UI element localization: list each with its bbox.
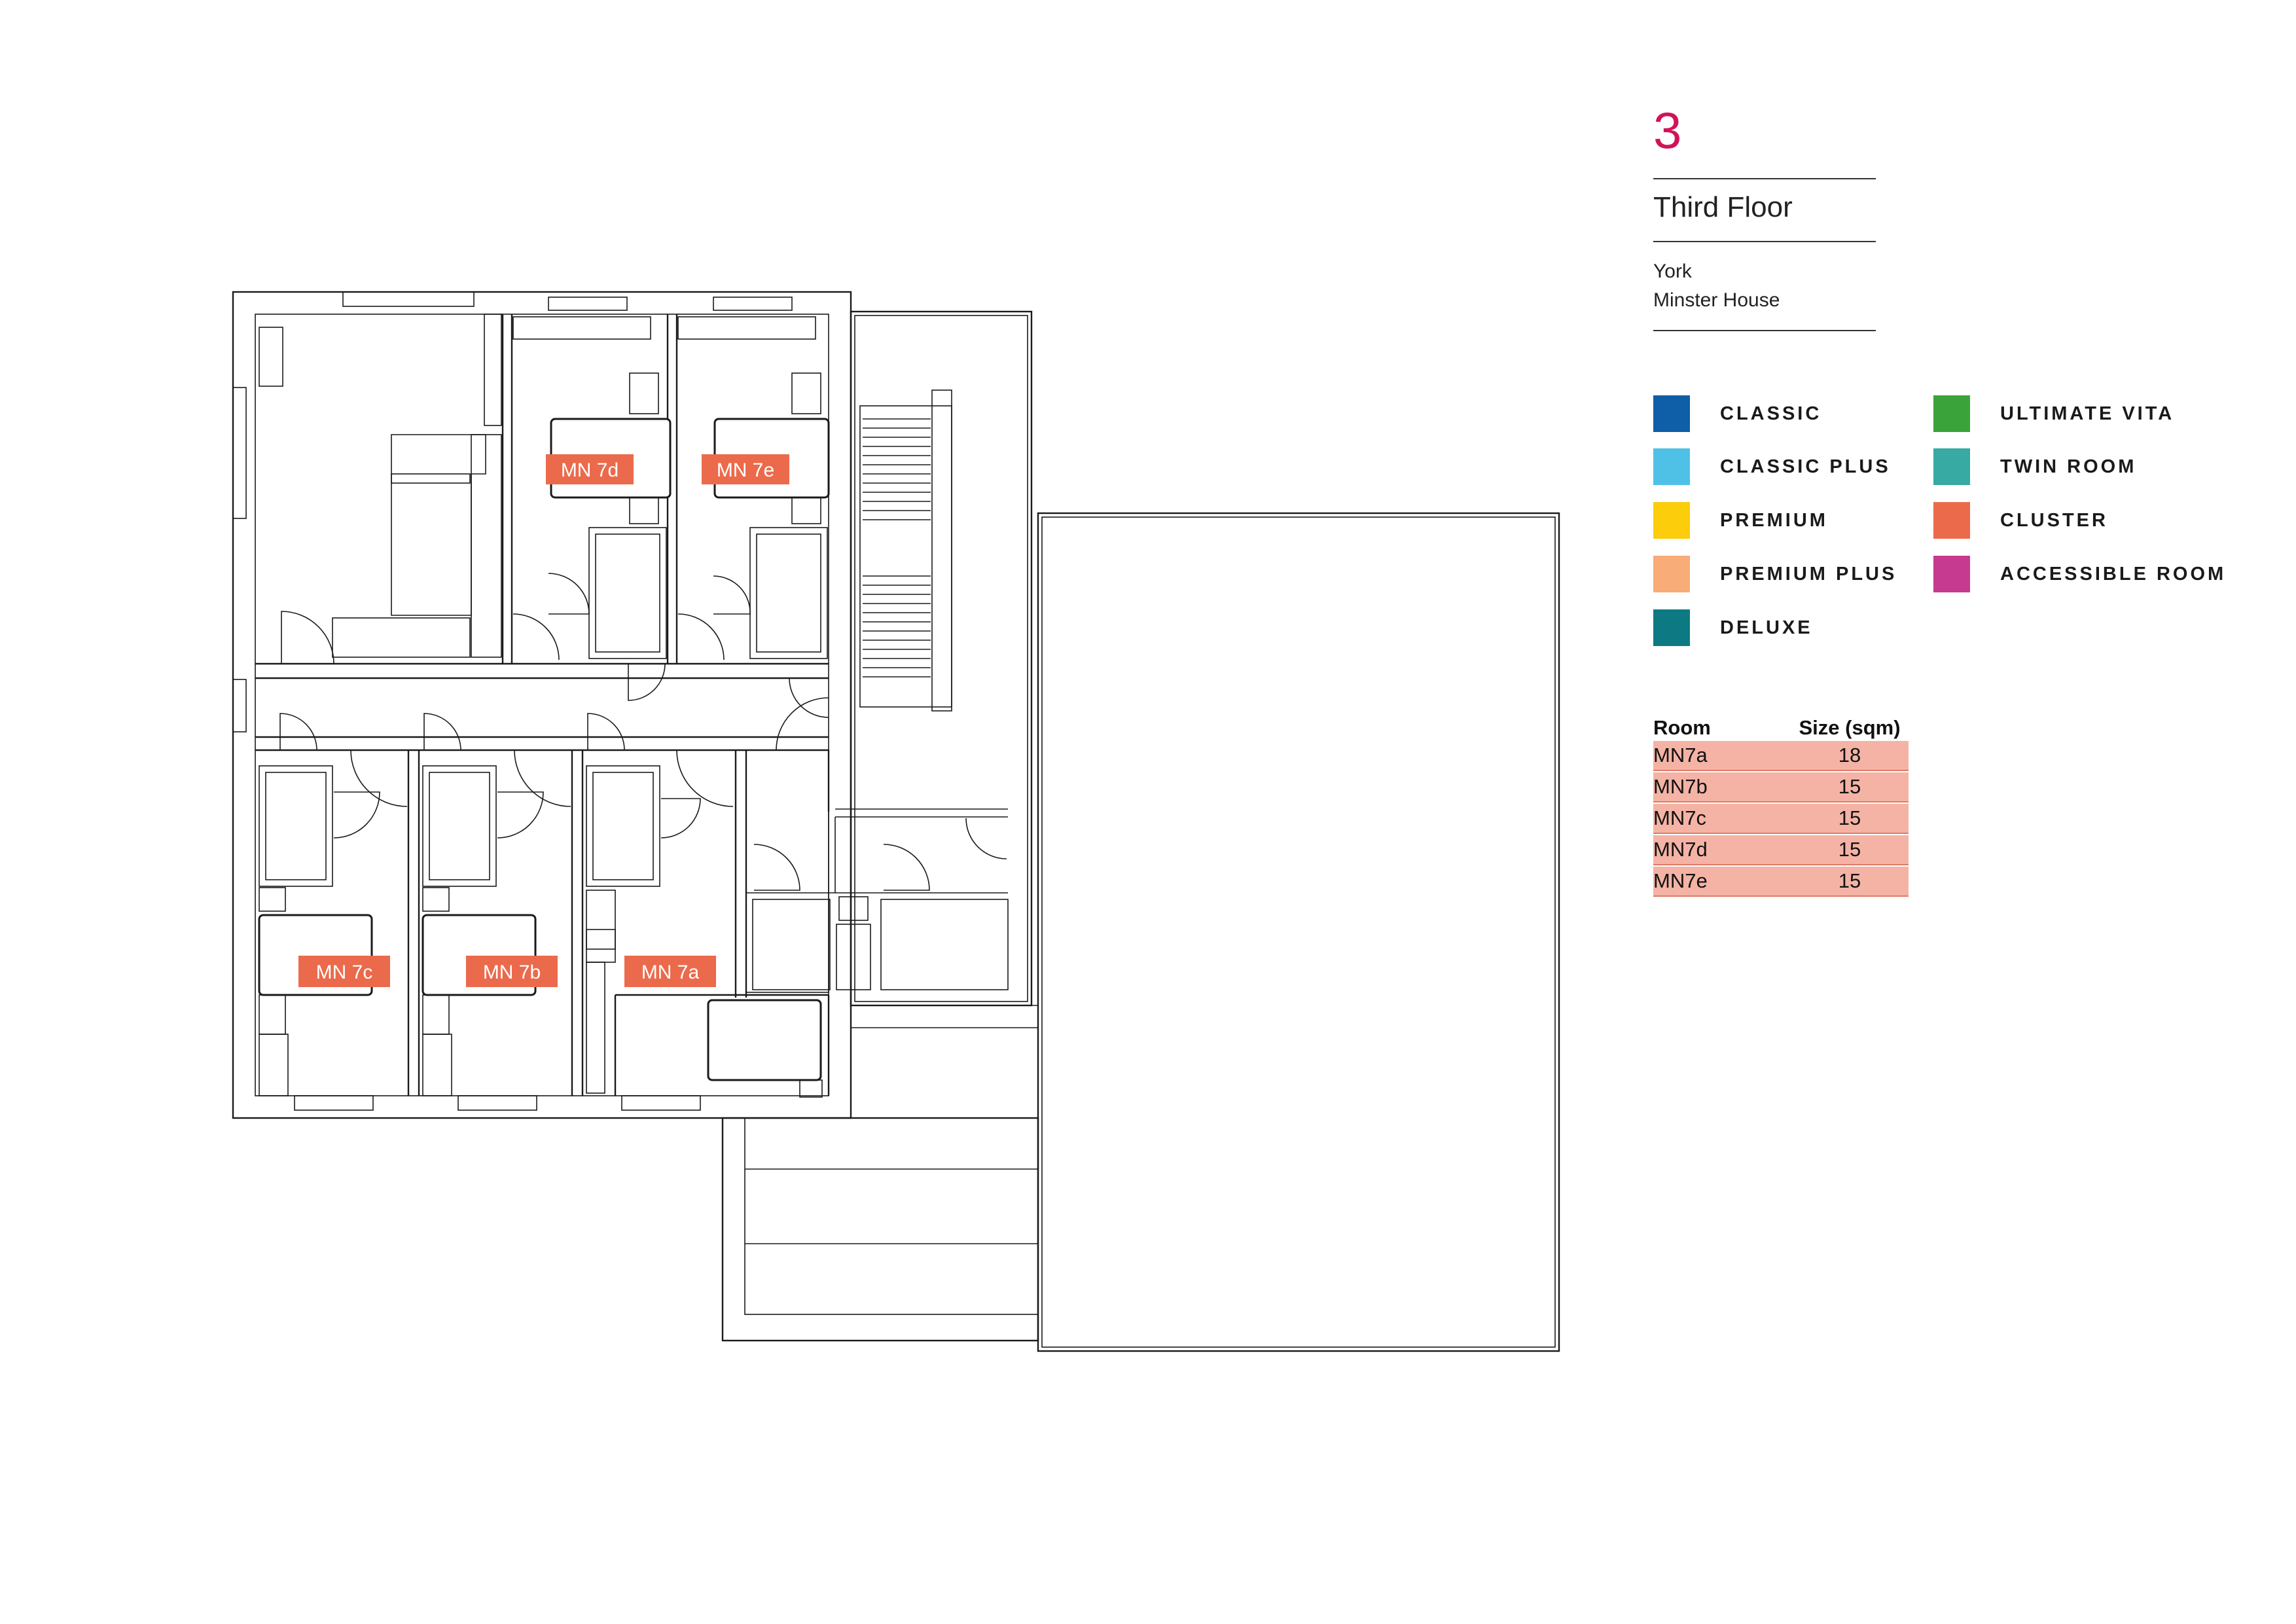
cell-room: MN7d xyxy=(1653,838,1708,861)
legend-label: PREMIUM PLUS xyxy=(1720,563,1897,585)
building-outline xyxy=(232,291,1560,1352)
cell-size: 18 xyxy=(1838,744,1861,767)
legend-label: CLASSIC PLUS xyxy=(1720,456,1891,477)
legend-item: ACCESSIBLE ROOM xyxy=(1933,556,2226,592)
floor-plan: MN 7d MN 7e MN 7c MN 7b MN 7a xyxy=(232,291,1560,1352)
cell-room: MN7a xyxy=(1653,744,1708,767)
room-tag-mn7b-text: MN 7b xyxy=(483,962,541,983)
corridor xyxy=(255,697,829,751)
legend-swatch xyxy=(1933,395,1970,432)
legend-swatch xyxy=(1653,448,1690,485)
legend-swatch xyxy=(1653,609,1690,646)
cell-size: 15 xyxy=(1838,838,1861,861)
floor-number: 3 xyxy=(1653,101,1682,159)
legend-swatch xyxy=(1653,502,1690,539)
legend-label: TWIN ROOM xyxy=(2000,456,2137,477)
legend-label: ULTIMATE VITA xyxy=(2000,403,2175,424)
table-row: MN7a 18 xyxy=(1653,741,1909,771)
cell-room: MN7b xyxy=(1653,775,1708,798)
windows xyxy=(232,291,793,1111)
room-tag-mn7a-text: MN 7a xyxy=(641,962,700,983)
legend-swatch xyxy=(1933,556,1970,592)
legend-swatch xyxy=(1933,448,1970,485)
legend-swatch xyxy=(1653,395,1690,432)
table-row: MN7e 15 xyxy=(1653,867,1909,897)
upper-rooms xyxy=(255,314,829,718)
table-row: MN7d 15 xyxy=(1653,835,1909,865)
legend-item: TWIN ROOM xyxy=(1933,448,2136,485)
room-tag-mn7c-text: MN 7c xyxy=(316,962,373,983)
table-row: MN7b 15 xyxy=(1653,772,1909,803)
legend-item: PREMIUM xyxy=(1653,502,1828,539)
room-tag-mn7b: MN 7b xyxy=(466,956,558,987)
address-line-2: Minster House xyxy=(1653,289,1780,311)
header-size: Size (sqm) xyxy=(1799,716,1901,739)
lower-rooms xyxy=(259,749,1009,1098)
cell-room: MN7e xyxy=(1653,869,1708,892)
legend-item: DELUXE xyxy=(1653,609,1813,646)
legend-item: CLASSIC xyxy=(1653,395,1821,432)
room-tag-mn7a: MN 7a xyxy=(624,956,716,987)
legend-label: ACCESSIBLE ROOM xyxy=(2000,563,2227,585)
address-line-1: York xyxy=(1653,261,1692,282)
divider xyxy=(1653,178,1876,179)
legend-label: PREMIUM xyxy=(1720,509,1828,531)
legend-item: CLUSTER xyxy=(1933,502,2108,539)
room-tag-mn7d-text: MN 7d xyxy=(561,460,619,481)
cell-size: 15 xyxy=(1838,775,1861,798)
divider xyxy=(1653,330,1876,331)
staircase xyxy=(859,389,952,712)
legend-label: CLASSIC xyxy=(1720,403,1822,424)
bed-7a xyxy=(707,999,822,1081)
room-tag-mn7e-text: MN 7e xyxy=(717,460,774,481)
legend-swatch xyxy=(1933,502,1970,539)
floor-name: Third Floor xyxy=(1653,191,1793,223)
header-room: Room xyxy=(1653,716,1711,739)
room-tag-mn7e: MN 7e xyxy=(702,454,789,484)
legend-item: CLASSIC PLUS xyxy=(1653,448,1891,485)
legend-swatch xyxy=(1653,556,1690,592)
room-tag-mn7c: MN 7c xyxy=(298,956,390,987)
legend-label: DELUXE xyxy=(1720,617,1813,638)
table-row: MN7c 15 xyxy=(1653,804,1909,834)
divider xyxy=(1653,241,1876,242)
legend-item: PREMIUM PLUS xyxy=(1653,556,1897,592)
room-tag-mn7d: MN 7d xyxy=(546,454,634,484)
table-header: Room Size (sqm) xyxy=(1653,708,1909,740)
legend-item: ULTIMATE VITA xyxy=(1933,395,2174,432)
cell-size: 15 xyxy=(1838,806,1861,829)
cell-room: MN7c xyxy=(1653,806,1706,829)
legend-label: CLUSTER xyxy=(2000,509,2108,531)
cell-size: 15 xyxy=(1838,869,1861,892)
